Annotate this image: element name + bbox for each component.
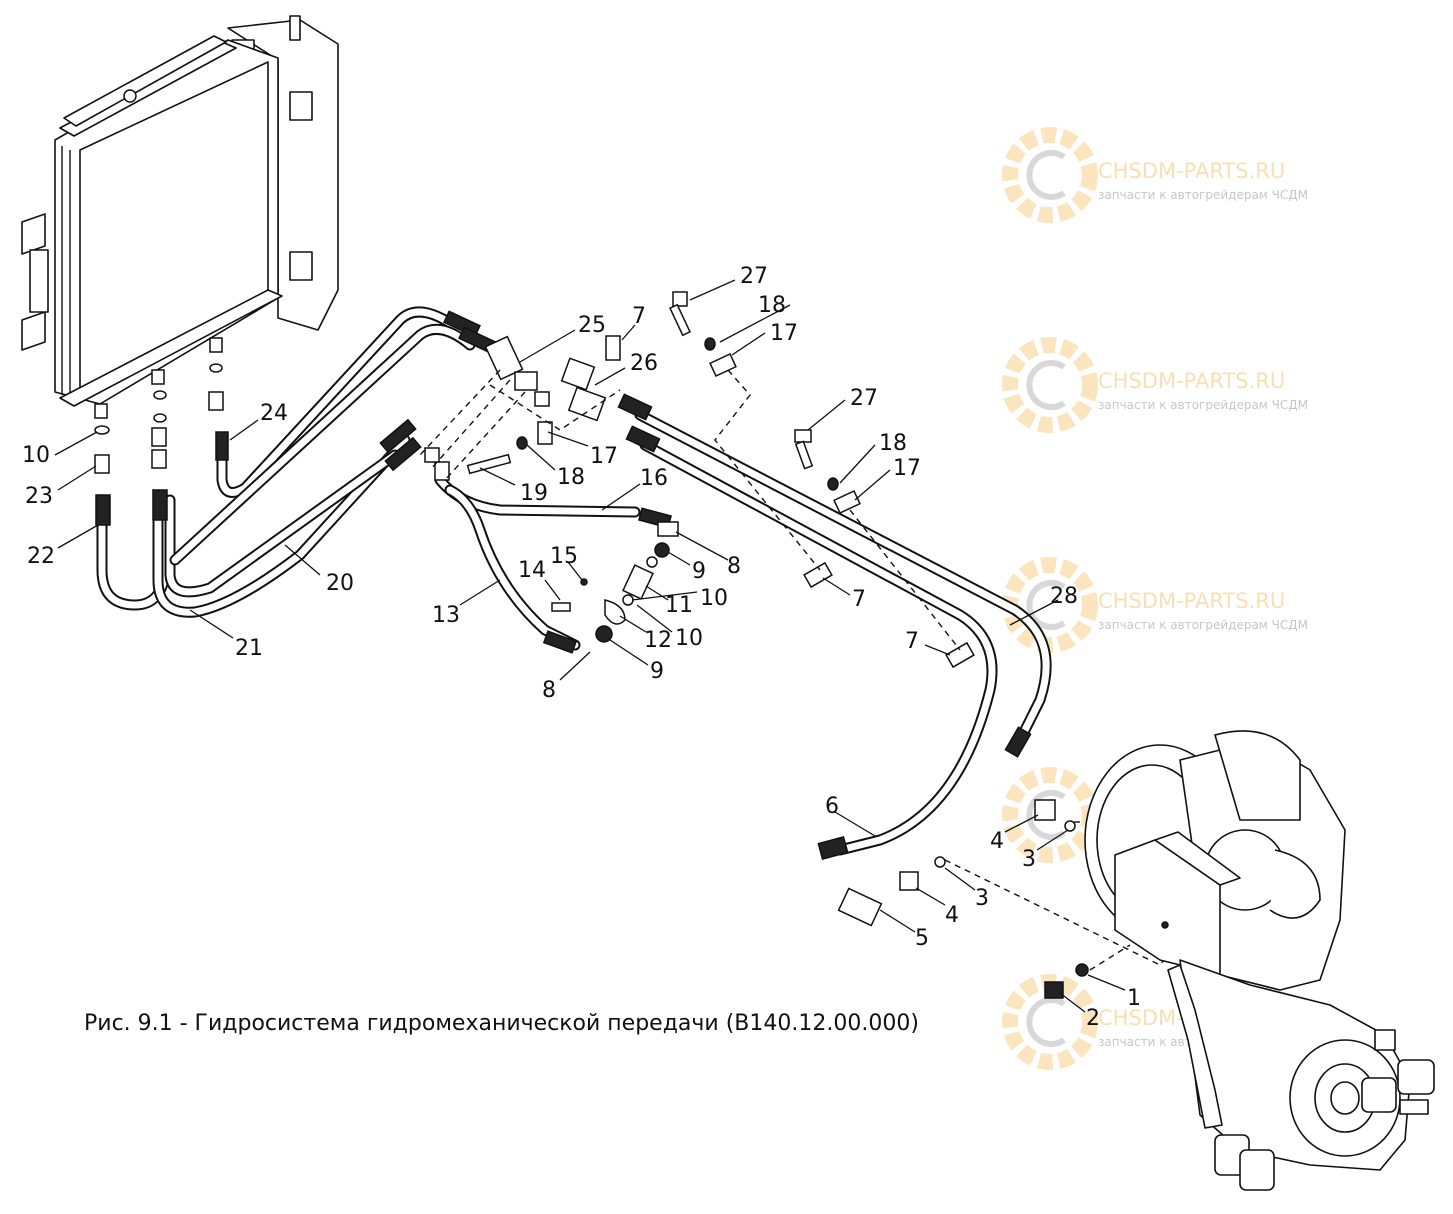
callout-4-left: 4 bbox=[945, 903, 959, 928]
watermark-stamp: CHSDM-PARTS.RU запчасти к автогрейдерам Ч… bbox=[1002, 337, 1308, 433]
callout-14: 14 bbox=[518, 558, 546, 583]
callout-7-right: 7 bbox=[905, 629, 919, 654]
c-letter-icon bbox=[1026, 997, 1066, 1047]
callout-4-right: 4 bbox=[990, 829, 1004, 854]
callout-17-left: 17 bbox=[590, 444, 618, 469]
hoses bbox=[95, 306, 1052, 861]
callout-2: 2 bbox=[1086, 1006, 1100, 1031]
figure-caption: Рис. 9.1 - Гидросистема гидромеханическо… bbox=[84, 1011, 919, 1036]
c-letter-icon bbox=[1026, 580, 1066, 630]
callout-7-top: 7 bbox=[632, 304, 646, 329]
small-fittings bbox=[94, 291, 1089, 999]
watermark-brand: CHSDM-PARTS.RU bbox=[1098, 159, 1285, 183]
callout-3-left: 3 bbox=[975, 886, 989, 911]
c-letter-icon bbox=[1026, 790, 1066, 840]
callout-25: 25 bbox=[578, 313, 606, 338]
callout-13: 13 bbox=[432, 603, 460, 628]
transmission-unit bbox=[1084, 730, 1435, 1191]
callout-18-top: 18 bbox=[758, 293, 786, 318]
callout-8-right: 8 bbox=[727, 554, 741, 579]
callout-9-bottom: 9 bbox=[650, 659, 664, 684]
callout-1: 1 bbox=[1127, 986, 1141, 1011]
callout-17-top: 17 bbox=[770, 321, 798, 346]
watermark-brand: CHSDM-PARTS.RU bbox=[1098, 369, 1285, 393]
callout-20: 20 bbox=[326, 571, 354, 596]
callout-22: 22 bbox=[27, 544, 55, 569]
leader-lines bbox=[54, 279, 1126, 1013]
callout-18-left: 18 bbox=[557, 465, 585, 490]
callout-labels: 27 18 17 25 7 26 27 18 17 24 17 18 19 16… bbox=[22, 264, 1141, 1031]
callout-18-mid: 18 bbox=[879, 431, 907, 456]
callout-26: 26 bbox=[630, 351, 658, 376]
callout-9-top: 9 bbox=[692, 559, 706, 584]
callout-23: 23 bbox=[25, 484, 53, 509]
callout-10-left: 10 bbox=[22, 443, 50, 468]
callout-16: 16 bbox=[640, 466, 668, 491]
callout-19: 19 bbox=[520, 481, 548, 506]
callout-8-bottom: 8 bbox=[542, 678, 556, 703]
watermark-subtitle: запчасти к автогрейдерам ЧСДМ bbox=[1098, 188, 1308, 202]
radiator bbox=[21, 15, 339, 419]
gear-c-logo-icon bbox=[1002, 337, 1098, 433]
callout-6: 6 bbox=[825, 794, 839, 819]
watermark-subtitle: запчасти к автогрейдерам ЧСДМ bbox=[1098, 618, 1308, 632]
watermark-brand: CHSDM-PARTS.RU bbox=[1098, 589, 1285, 613]
callout-21: 21 bbox=[235, 636, 263, 661]
callout-7-mid: 7 bbox=[852, 587, 866, 612]
callout-27-top: 27 bbox=[740, 264, 768, 289]
callout-28: 28 bbox=[1050, 584, 1078, 609]
c-letter-icon bbox=[1026, 360, 1066, 410]
dashed-guides bbox=[419, 369, 1181, 971]
c-letter-icon bbox=[1026, 150, 1066, 200]
callout-5: 5 bbox=[915, 926, 929, 951]
watermark-subtitle: запчасти к автогрейдерам ЧСДМ bbox=[1098, 398, 1308, 412]
callout-24: 24 bbox=[260, 401, 288, 426]
callout-11: 11 bbox=[665, 593, 693, 618]
callout-27-mid: 27 bbox=[850, 386, 878, 411]
callout-10-bottom: 10 bbox=[675, 626, 703, 651]
watermark-stamp: CHSDM-PARTS.RU запчасти к автогрейдерам Ч… bbox=[1002, 557, 1308, 653]
callout-15: 15 bbox=[550, 544, 578, 569]
gear-c-logo-icon bbox=[1002, 127, 1098, 223]
callout-17-mid: 17 bbox=[893, 456, 921, 481]
callout-12: 12 bbox=[644, 628, 672, 653]
callout-3-right: 3 bbox=[1022, 847, 1036, 872]
watermark-stamp: CHSDM-PARTS.RU запчасти к автогрейдерам Ч… bbox=[1002, 127, 1308, 223]
callout-10-right: 10 bbox=[700, 586, 728, 611]
